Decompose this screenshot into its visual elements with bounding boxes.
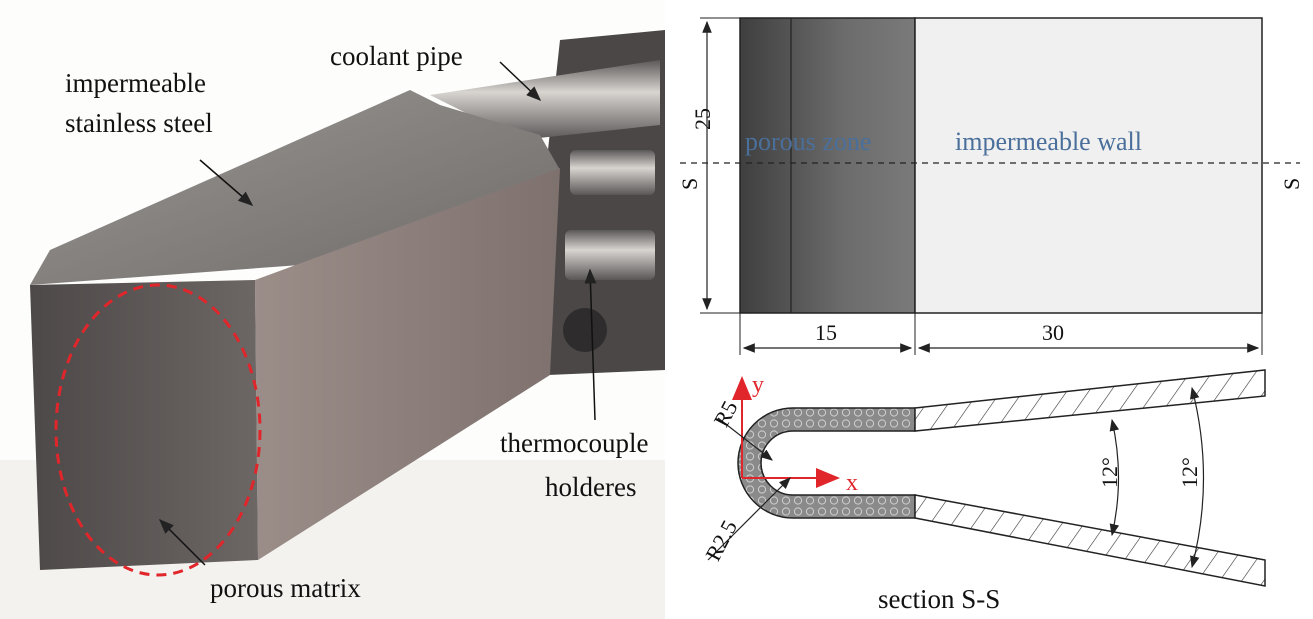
lower-wall-section	[914, 494, 1266, 587]
angle-arc-inner	[1109, 418, 1120, 537]
porous-end-face	[30, 280, 258, 570]
screw-hole	[563, 308, 607, 352]
dim-wall-text: 30	[1042, 320, 1064, 345]
angle-inner-text: 12°	[1097, 457, 1122, 488]
section-view: x y R5 R2.5 12° 12° section S-S	[700, 369, 1266, 614]
label-impermeable: impermeable	[65, 68, 206, 98]
angle-arc-outer	[1190, 386, 1205, 569]
label-porous-zone: porous zone	[745, 127, 871, 156]
axis-x-label: x	[846, 470, 858, 496]
porous-highlight-circle	[54, 283, 262, 577]
leader-porous	[158, 518, 206, 566]
label-thermocouple: thermocouple	[500, 428, 648, 458]
impermeable-wall-region	[914, 17, 1263, 314]
porous-zone-region	[739, 17, 916, 314]
label-holderes: holderes	[545, 472, 636, 502]
leader-r5	[717, 417, 773, 461]
leader-coolant	[499, 61, 542, 102]
steel-front-face	[255, 168, 560, 560]
porous-u-section	[737, 407, 916, 519]
dim-height-text: 25	[690, 108, 715, 130]
radius-r5: R5	[708, 396, 742, 430]
top-view: S S porous zone impermeable wall 25 15 3…	[677, 17, 1304, 355]
dim-porous-text: 15	[815, 320, 837, 345]
radius-r2-5: R2.5	[700, 516, 742, 565]
angle-outer-text: 12°	[1177, 457, 1202, 488]
label-coolant-pipe: coolant pipe	[330, 41, 463, 71]
steel-top-face	[30, 90, 560, 285]
thermocouple-holder-2	[570, 150, 655, 195]
leader-r2-5	[707, 477, 791, 561]
leader-impermeable	[199, 159, 254, 206]
upper-wall-section	[914, 369, 1266, 432]
label-stainless-steel: stainless steel	[65, 108, 213, 138]
section-mark-right: S	[1279, 178, 1304, 190]
axis-y-label: y	[752, 372, 764, 398]
label-impermeable-wall: impermeable wall	[955, 127, 1142, 156]
photo-panel: impermeable stainless steel coolant pipe…	[0, 30, 665, 619]
section-caption: section S-S	[878, 584, 1000, 614]
thermocouple-holder-1	[565, 230, 655, 280]
section-mark-left: S	[677, 178, 702, 190]
label-porous-matrix: porous matrix	[210, 573, 361, 603]
leader-thermocouple	[584, 268, 597, 421]
